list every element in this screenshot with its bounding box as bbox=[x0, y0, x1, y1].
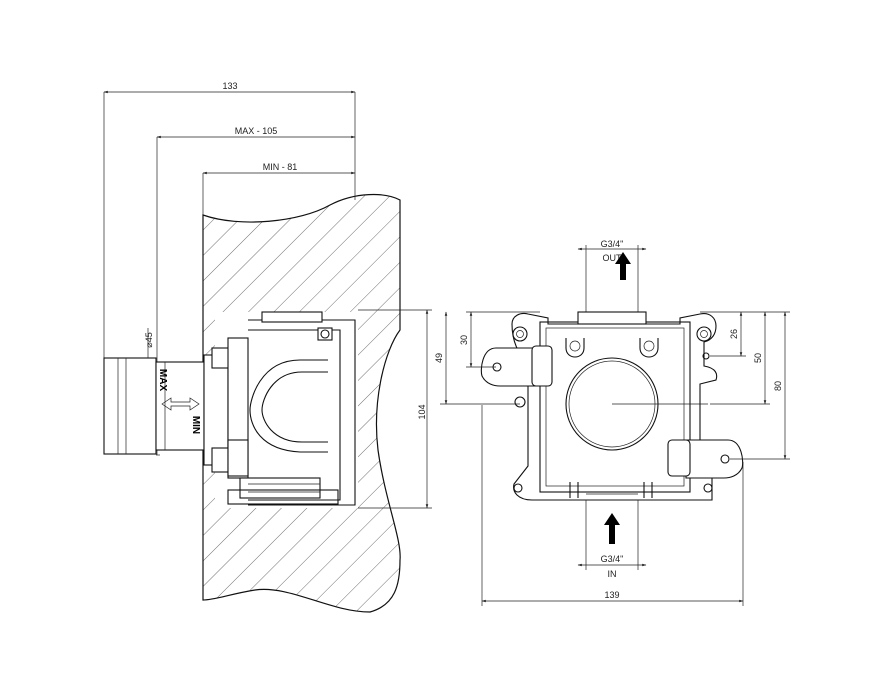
valve-body-side bbox=[203, 311, 356, 506]
dim-min-label: MIN - 81 bbox=[263, 162, 298, 172]
dim-50: 50 bbox=[710, 311, 770, 405]
outlet-thread-label: G3/4" bbox=[601, 239, 624, 249]
inlet-port: G3/4" IN bbox=[577, 500, 647, 579]
dim-max-label: MAX - 105 bbox=[235, 126, 278, 136]
inlet-arrow-icon bbox=[604, 513, 620, 544]
dim-104: 104 bbox=[358, 309, 432, 509]
dim-49: 49 bbox=[434, 311, 520, 405]
dim-min-81: MIN - 81 bbox=[202, 162, 356, 215]
dim-diameter-label: ⌀45 bbox=[144, 332, 154, 347]
dim-80: 80 bbox=[730, 311, 790, 460]
outlet-arrow-icon bbox=[615, 252, 631, 280]
inlet-thread-label: G3/4" bbox=[601, 554, 624, 564]
dim-30: 30 bbox=[459, 311, 540, 368]
dim-26-label: 26 bbox=[729, 329, 739, 339]
side-view: 133 MAX - 105 MIN - 81 104 ⌀45 bbox=[103, 81, 432, 613]
dim-133-label: 133 bbox=[222, 81, 237, 91]
inlet-label: IN bbox=[608, 569, 617, 579]
outlet-port: G3/4" OUT bbox=[577, 239, 647, 312]
dim-139: 139 bbox=[481, 405, 744, 606]
dim-104-label: 104 bbox=[417, 404, 427, 419]
dim-80-label: 80 bbox=[773, 381, 783, 391]
dim-30-label: 30 bbox=[459, 335, 469, 345]
outlet-label: OUT bbox=[603, 253, 623, 263]
dim-50-label: 50 bbox=[753, 353, 763, 363]
dim-139-label: 139 bbox=[604, 590, 619, 600]
min-label: MIN bbox=[190, 416, 201, 434]
right-lug bbox=[667, 439, 744, 479]
dim-49-label: 49 bbox=[434, 353, 444, 363]
left-lug bbox=[480, 345, 553, 387]
cover-cap: ⌀45 MAX MIN bbox=[103, 328, 205, 456]
dim-133: 133 bbox=[103, 81, 356, 360]
front-view: G3/4" OUT bbox=[434, 239, 790, 606]
dim-26: 26 bbox=[700, 311, 790, 357]
max-label: MAX bbox=[157, 369, 168, 392]
mounting-plate bbox=[511, 311, 721, 501]
